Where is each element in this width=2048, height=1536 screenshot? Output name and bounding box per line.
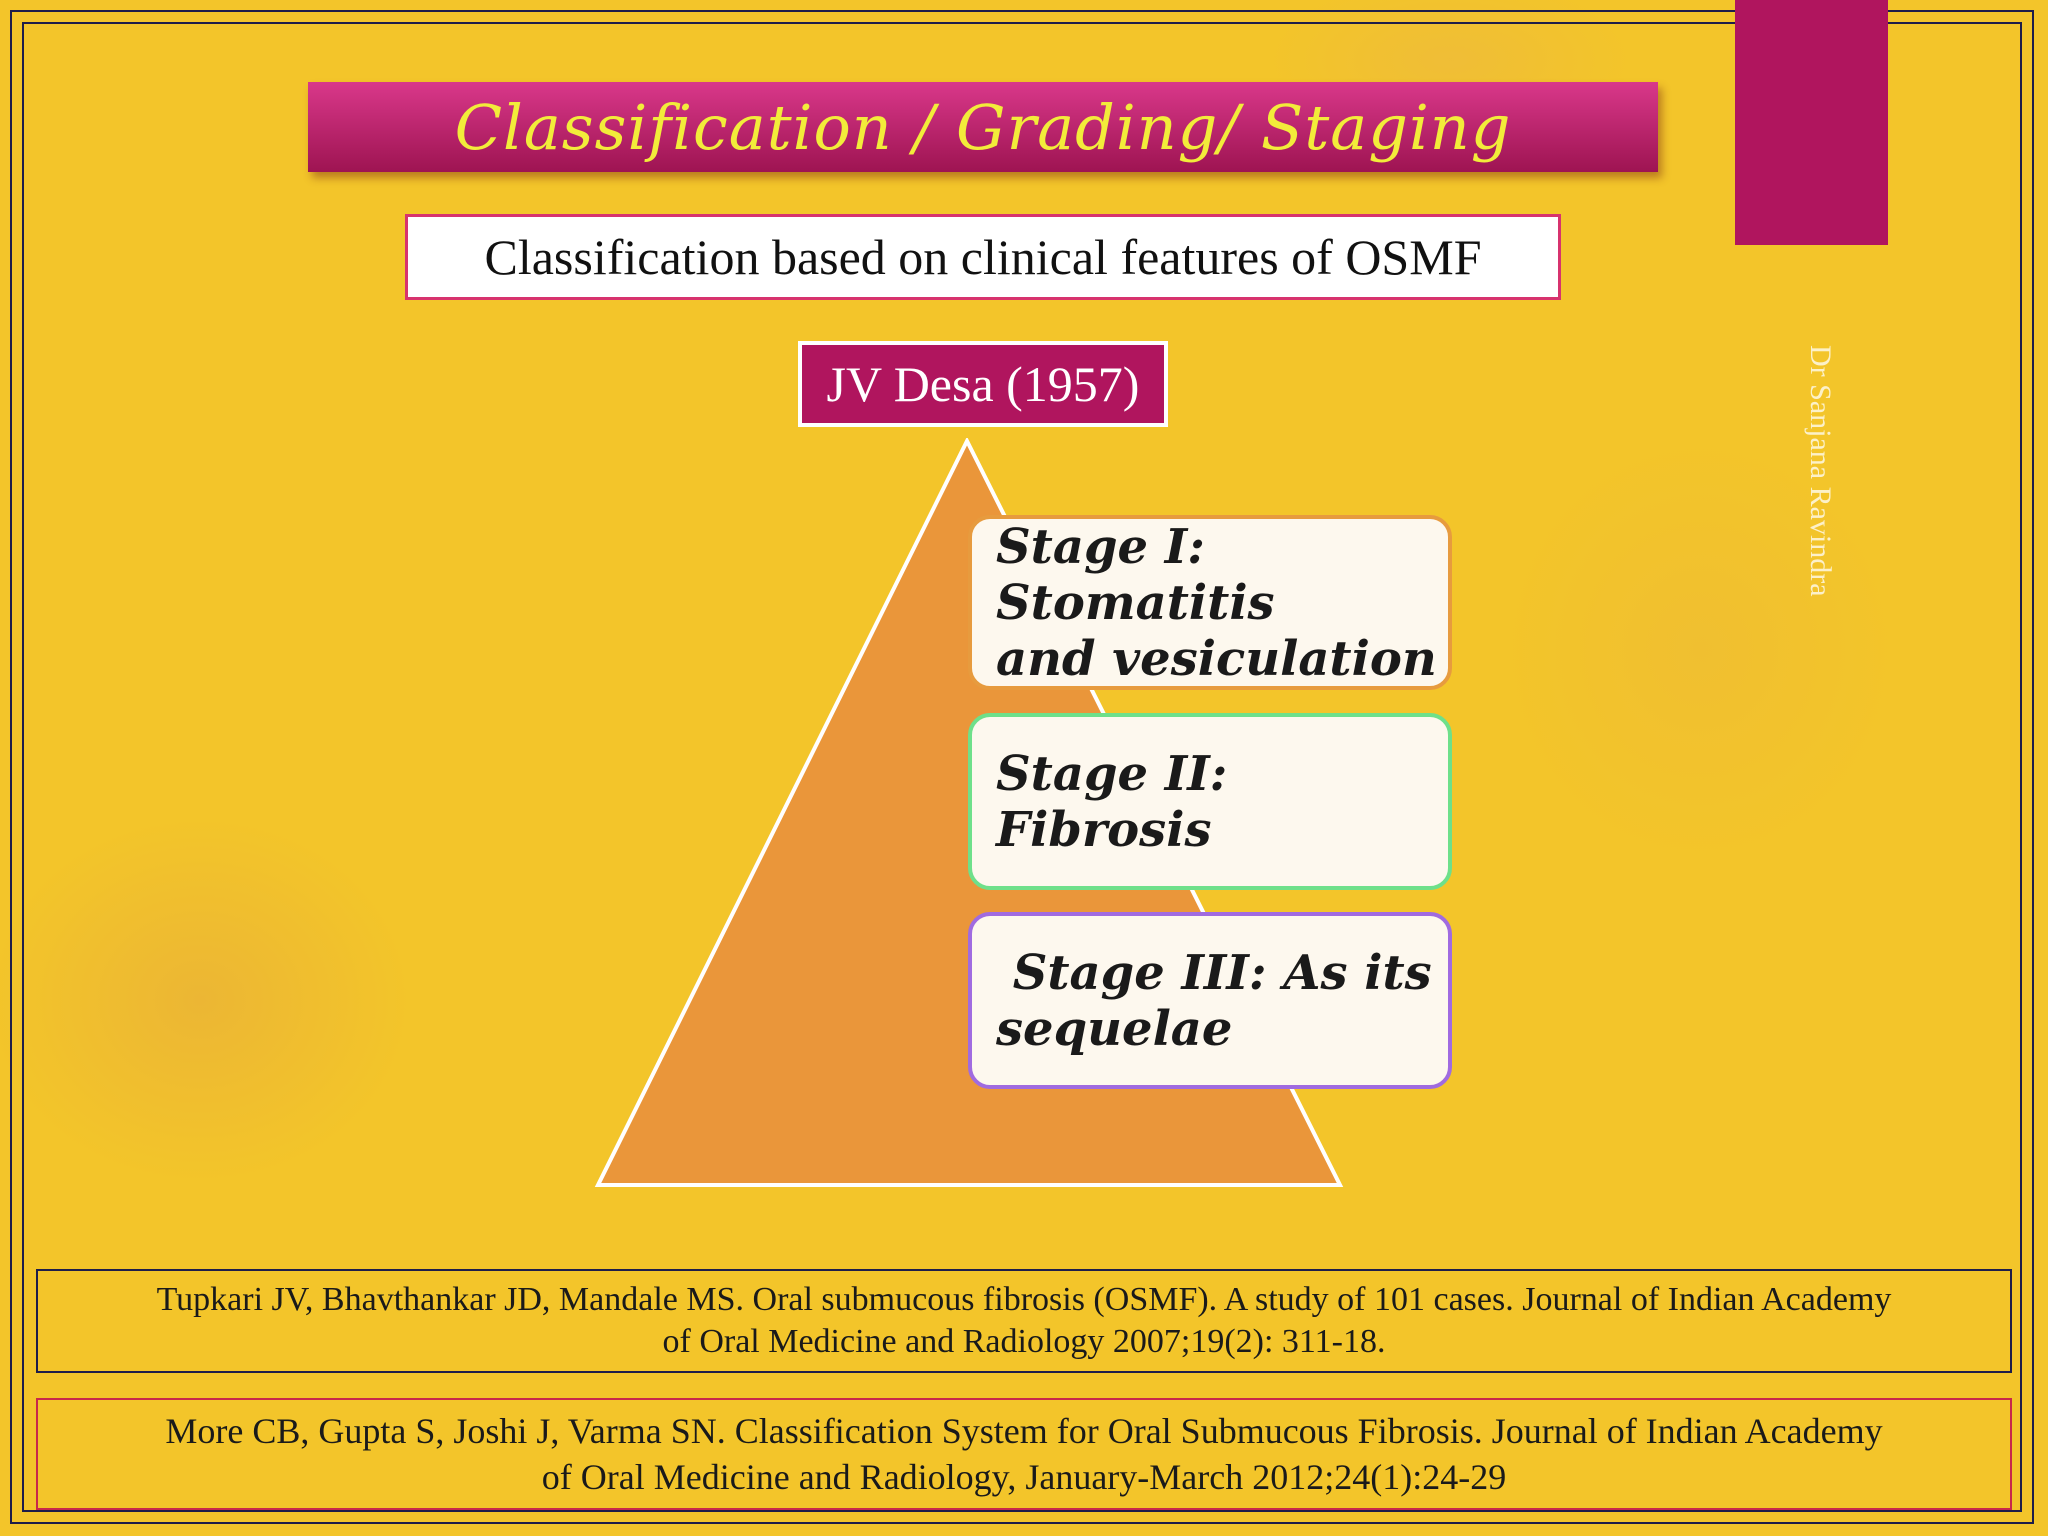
stage-3-box: Stage III: As its sequelae [968,912,1452,1089]
stage-2-box: Stage II: Fibrosis [968,713,1452,890]
corner-accent-bar [1735,0,1888,245]
stage-1-line-2: and vesiculation [996,630,1437,687]
stage-2-line-1: Stage II: Fibrosis [996,745,1228,858]
stage-3-line-2: sequelae [996,1000,1233,1057]
inner-frame [22,22,2022,1512]
author-label: JV Desa (1957) [798,341,1168,427]
watermark-text: Dr Sanjana Ravindra [1804,345,1837,597]
stage-1-box: Stage I: Stomatitis and vesiculation [968,515,1452,690]
subtitle: Classification based on clinical feature… [484,229,1482,285]
author-text: JV Desa (1957) [826,356,1140,412]
reference-1-line-2: of Oral Medicine and Radiology 2007;19(2… [662,1323,1386,1360]
reference-2: More CB, Gupta S, Joshi J, Varma SN. Cla… [36,1398,2012,1510]
reference-1-line-1: Tupkari JV, Bhavthankar JD, Mandale MS. … [156,1281,1892,1318]
reference-1: Tupkari JV, Bhavthankar JD, Mandale MS. … [36,1269,2012,1373]
subtitle-box: Classification based on clinical feature… [405,214,1561,300]
reference-2-line-2: of Oral Medicine and Radiology, January-… [541,1457,1507,1497]
page-title: Classification / Grading/ Staging [454,90,1512,164]
stage-3-line-1: Stage III: As its [996,944,1432,1001]
watermark: Dr Sanjana Ravindra [1795,345,1855,645]
reference-2-line-1: More CB, Gupta S, Joshi J, Varma SN. Cla… [165,1411,1883,1451]
title-banner: Classification / Grading/ Staging [308,82,1658,172]
outer-frame [10,10,2034,1524]
stage-1-line-1: Stage I: Stomatitis [996,518,1275,631]
